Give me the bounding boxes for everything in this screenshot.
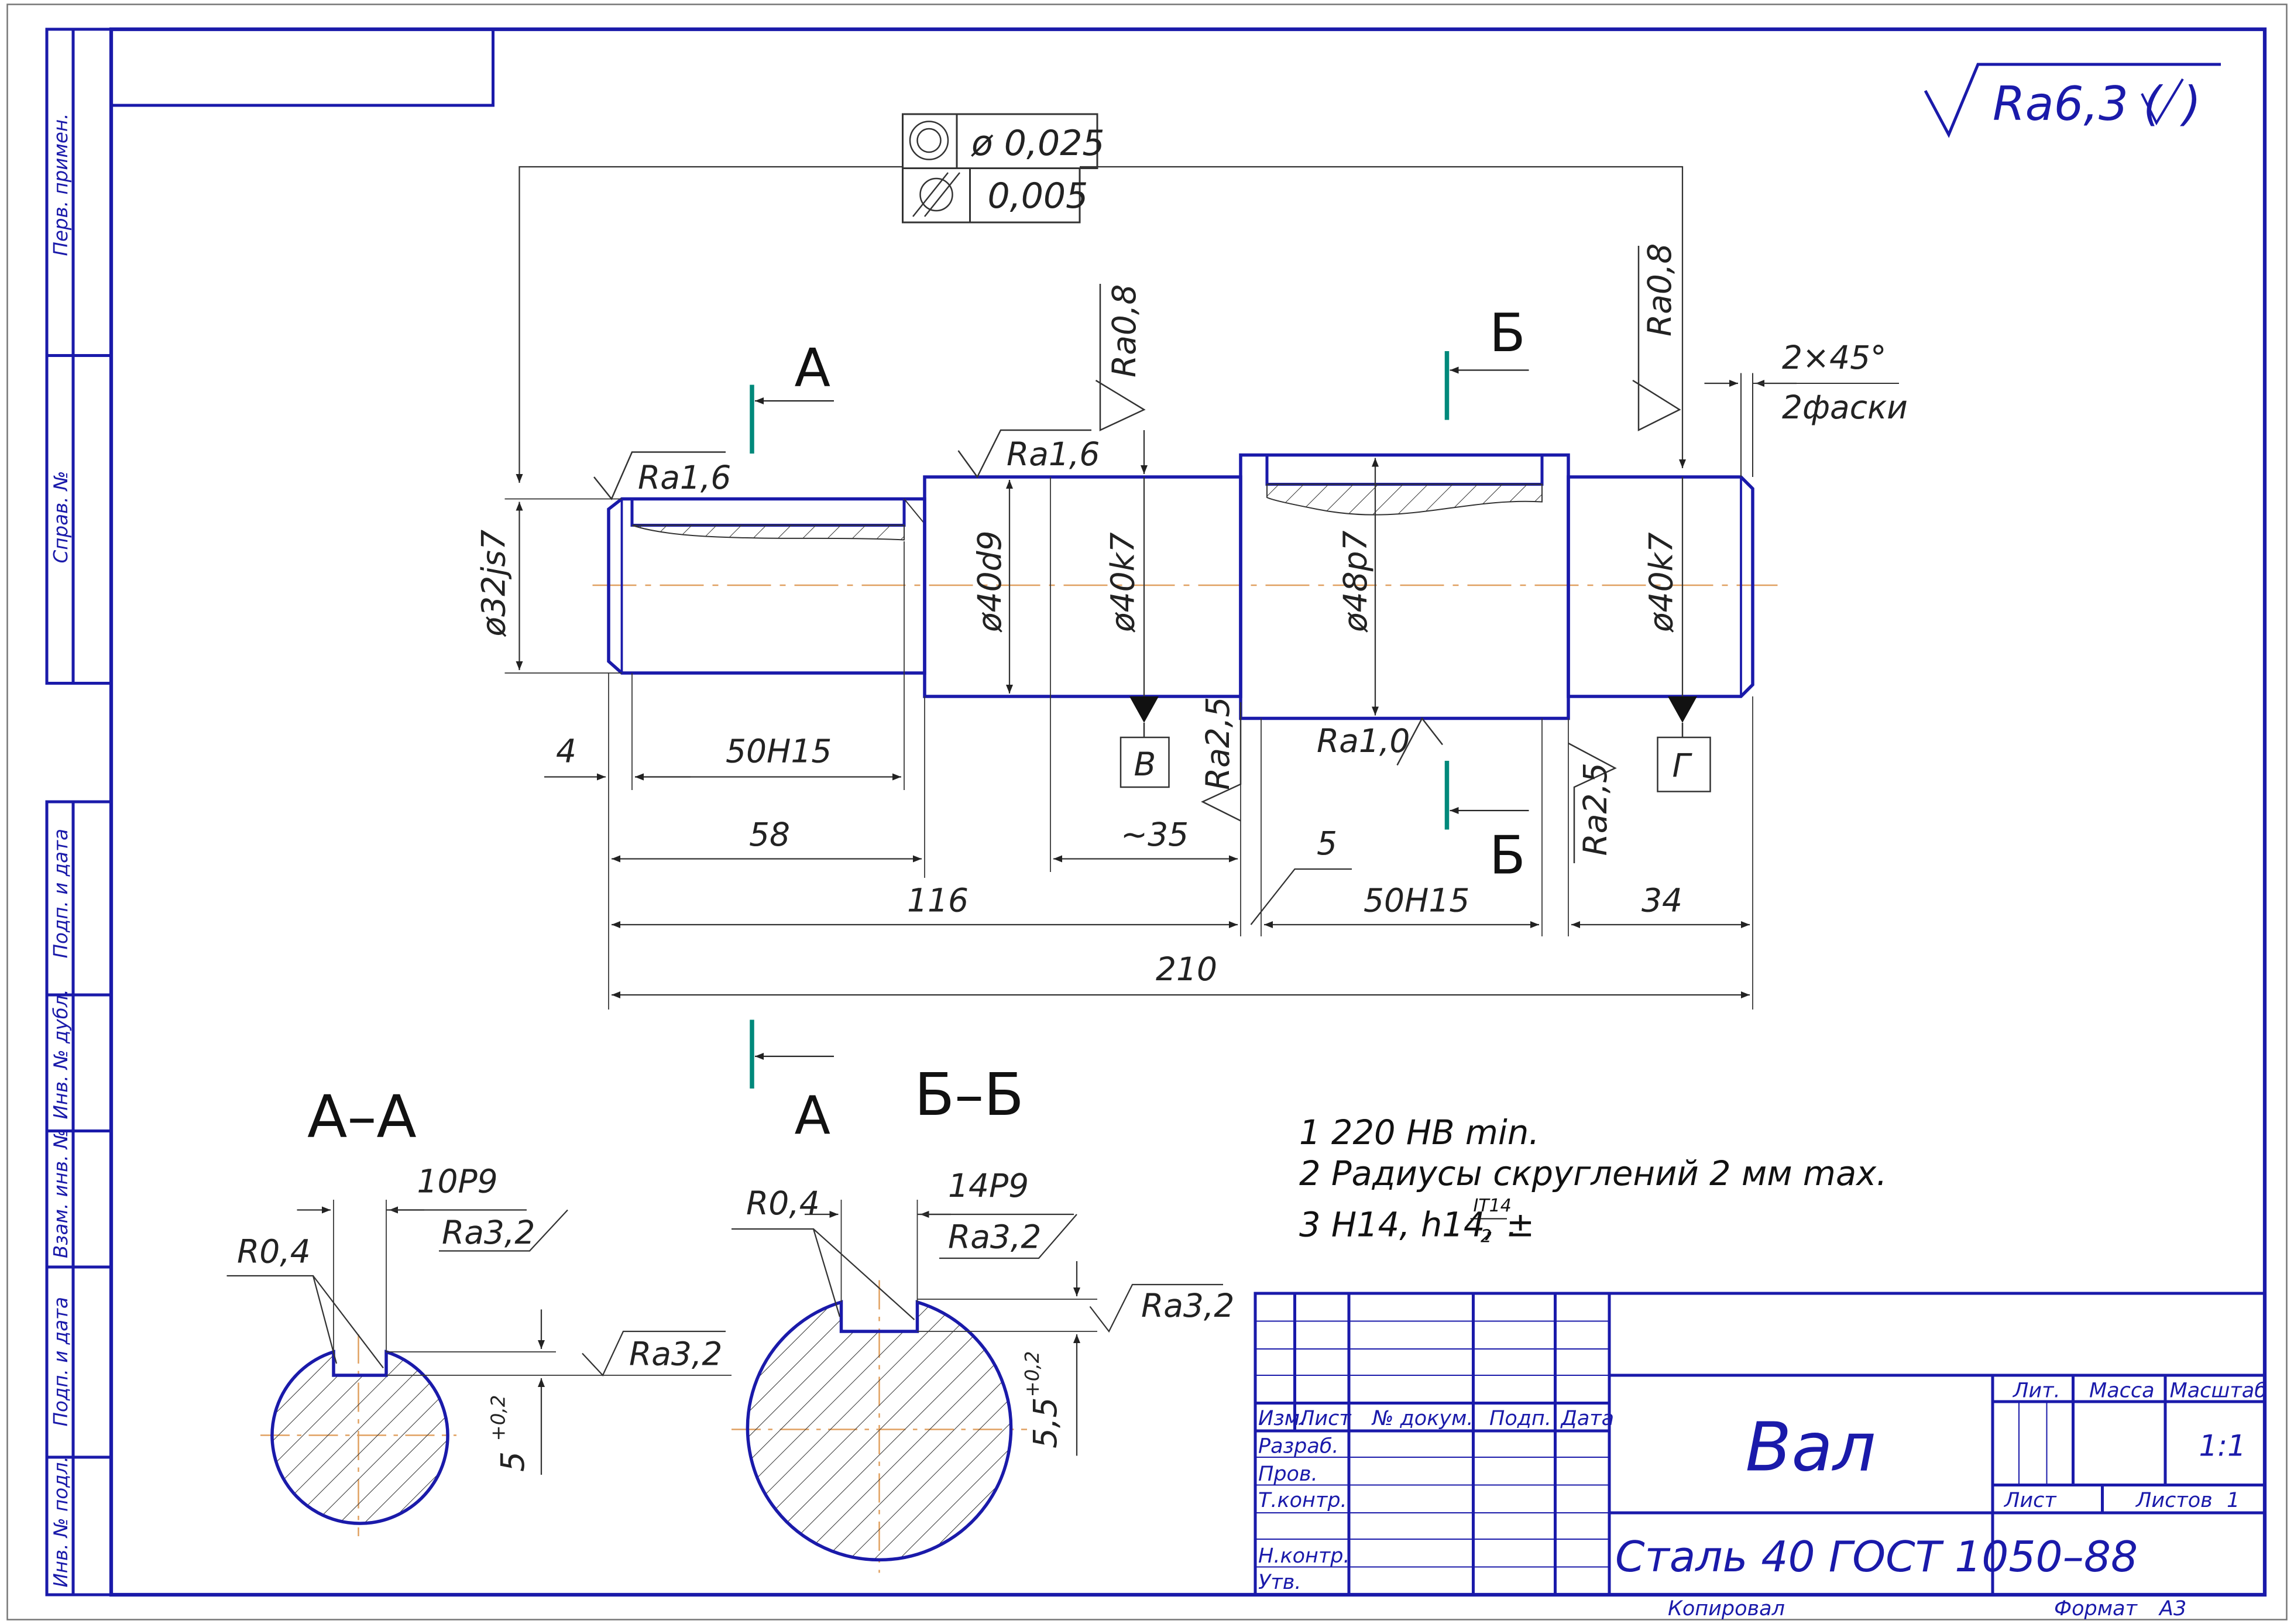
section-aa: А–А 10P9 Ra3,2 R0,4 Ra3,2 5 +0,2 [226,1083,732,1536]
diameter-40k7-left: ø40k7 [1104,533,1142,633]
section-a-bottom-label: А [795,1086,831,1147]
cylindricity-value: 0,005 [988,176,1088,217]
bb-ra-key: Ra3,2 [948,1218,1041,1256]
ra16-mid: Ra1,6 [1007,435,1100,473]
tb-scale: 1:1 [2199,1429,2246,1463]
technical-notes: 1 220 HB min. 2 Радиусы скруглений 2 мм … [1299,1113,1887,1247]
tb-prov: Пров. [1258,1462,1318,1486]
bb-depth-tol: +0,2 [1021,1351,1043,1398]
aa-key-width: 10P9 [417,1163,498,1200]
bb-ra-depth: Ra3,2 [1141,1287,1234,1324]
tb-tkontr: Т.контр. [1258,1489,1347,1512]
chamfer-count: 2фаски [1782,389,1908,426]
dim-34: 34 [1641,882,1682,919]
tb-podp: Подп. [1489,1407,1551,1430]
chamfer-size: 2×45° [1782,339,1887,376]
dim-50h15-right: 50H15 [1364,882,1469,919]
aa-ra-key: Ra3,2 [442,1214,535,1251]
tb-data: Дата [1560,1407,1615,1430]
dim-35: ~35 [1121,816,1189,853]
tb-utv: Утв. [1258,1571,1301,1594]
dim-210: 210 [1156,950,1217,988]
tb-razrab: Разраб. [1258,1435,1339,1458]
ra10: Ra1,0 [1317,722,1410,760]
bb-radius: R0,4 [746,1184,820,1222]
footer-kopiroval: Копировал [1668,1597,1785,1620]
datum-v: В [1134,746,1156,783]
diameter-40k7-right: ø40k7 [1643,533,1680,633]
stamp-sprav: Справ. № [50,471,72,563]
aa-ra-depth: Ra3,2 [629,1335,722,1373]
note-3-numerator: IT14 [1474,1196,1512,1216]
left-stamp [45,28,113,1596]
cylindricity-icon [912,172,960,217]
concentricity-icon [909,121,949,160]
general-roughness: Ra6,3 ( ) [1924,63,2221,138]
ra08-left: Ra0,8 [1105,284,1143,377]
stamp-inv-dubl: Инв. № дубл. [50,989,72,1119]
section-marks [750,351,1450,1089]
aa-depth: 5 [494,1451,531,1472]
dim-5: 5 [1317,825,1337,862]
section-bb: Б–Б R0,4 14P9 Ra3,2 Ra3,2 5,5 +0,2 [732,1060,1234,1573]
note-1: 1 220 HB min. [1299,1113,1540,1152]
tb-massa: Масса [2089,1379,2155,1403]
title-block [1254,1292,2266,1596]
bb-key-width: 14P9 [948,1167,1029,1204]
tb-list: Лист [1298,1407,1352,1430]
section-b-bottom-label: Б [1489,825,1526,887]
section-a-top-label: А [795,338,831,399]
length-dimensions [544,477,1753,1010]
dim-4: 4 [556,733,576,770]
stamp-podp-data-1: Подп. и дата [50,829,72,958]
ra16-left: Ra1,6 [638,459,731,496]
chamfer-callout: 2×45° 2фаски [1704,339,1908,477]
note-3-end: . [1507,1206,1517,1245]
tb-sheets-label: Листов [2135,1489,2213,1512]
stamp-podp-data-2: Подп. и дата [50,1297,72,1426]
tolerance-frame: ø 0,025 0,005 [516,113,1686,483]
note-3-denominator: 2 [1481,1227,1492,1247]
footer-format: Формат [2054,1597,2138,1620]
aa-depth-tol: +0,2 [487,1395,510,1441]
diameter-48: ø48p7 [1337,530,1374,633]
bb-depth: 5,5 [1026,1398,1064,1448]
dim-50h15-left: 50H15 [726,733,832,770]
roughness-marks [593,246,1681,863]
dim-58: 58 [749,816,790,853]
tb-sheet-label: Лист [2003,1489,2057,1512]
diameter-32: ø32js7 [475,530,513,637]
datum-markers: В Г [1119,696,1711,792]
section-b-top-label: Б [1489,303,1526,364]
tb-izm: Изм. [1258,1407,1306,1430]
tb-sheets: 1 [2227,1489,2240,1512]
datum-g: Г [1673,747,1693,785]
stamp-inv-podl: Инв. № подл. [50,1456,72,1587]
footer-format-value: А3 [2158,1597,2186,1620]
aa-radius: R0,4 [237,1233,311,1271]
note-3: 3 H14, h14, ± [1299,1206,1534,1245]
tb-masshtab: Масштаб [2170,1379,2267,1403]
tb-name: Вал [1746,1409,1876,1487]
ra25-left: Ra2,5 [1199,697,1237,790]
runout-value: ø 0,025 [971,123,1105,164]
shaft-outline [592,453,1778,720]
stamp-perv-primen: Перв. примен. [50,114,72,256]
section-bb-title: Б–Б [915,1060,1024,1129]
dim-116: 116 [907,882,969,919]
section-aa-title: А–А [307,1083,417,1151]
tb-material: Сталь 40 ГОСТ 1050–88 [1615,1533,2138,1582]
diameter-40d9: ø40d9 [971,530,1008,633]
tb-nkontr: Н.контр. [1258,1544,1350,1568]
tb-lit: Лит. [2012,1379,2061,1403]
ra25-right: Ra2,5 [1577,763,1614,856]
diameter-dimensions [504,430,1684,716]
general-roughness-label: Ra6,3 ( [1993,77,2163,131]
tb-doc: № докум. [1371,1407,1474,1430]
ra08-right: Ra0,8 [1641,243,1678,337]
note-2: 2 Радиусы скруглений 2 мм max. [1299,1154,1887,1193]
general-roughness-close: ) [2180,77,2201,131]
stamp-vzam-inv: Взам. инв. № [50,1129,72,1258]
